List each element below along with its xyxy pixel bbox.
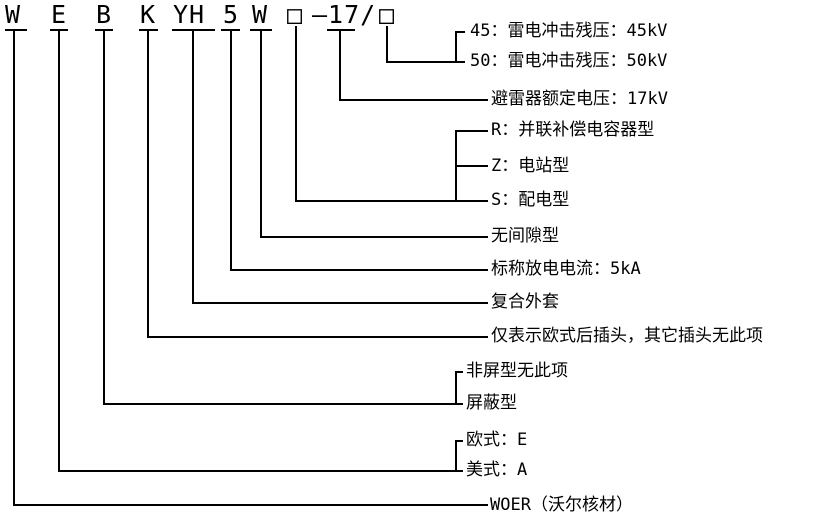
code-token-type-box: □ (287, 0, 304, 29)
label-euro-rear-plug: 仅表示欧式后插头，其它插头无此项 (491, 326, 763, 346)
label-type-z: Z：电站型 (491, 156, 570, 176)
code-token-17-voltage: —17/ (312, 0, 377, 29)
code-token-5-current: 5 (223, 0, 240, 29)
label-manufacturer: WOER（沃尔核材） (490, 495, 633, 515)
connector-w-manufacturer (5, 29, 488, 506)
connector-k-rear-plug (139, 29, 488, 338)
code-token-residual-box: □ (379, 0, 396, 29)
label-residual-45: 45：雷电冲击残压：45kV (470, 21, 668, 41)
connector-b-shielded (95, 29, 463, 405)
label-type-r: R：并联补偿电容器型 (491, 120, 655, 140)
label-shielded: 屏蔽型 (466, 393, 517, 413)
label-american-a: 美式：A (466, 460, 528, 480)
label-type-s: S：配电型 (491, 190, 570, 210)
connector-box-residual (386, 26, 465, 63)
label-non-shielded: 非屏型无此项 (466, 361, 568, 381)
label-composite-housing: 复合外套 (491, 292, 559, 312)
label-discharge-current: 标称放电电流：5kA (491, 259, 641, 279)
connector-yh-housing (172, 29, 488, 304)
label-residual-50: 50：雷电冲击残压：50kV (470, 51, 668, 71)
connector-w-gapless (250, 29, 488, 238)
code-token-b-shielded: B (96, 0, 113, 29)
label-rated-voltage: 避雷器额定电压：17kV (491, 89, 668, 109)
connector-17-voltage (327, 29, 488, 101)
code-token-e-plug-system: E (51, 0, 68, 29)
code-token-w-gapless: W (252, 0, 269, 29)
label-euro-e: 欧式：E (466, 430, 528, 450)
connector-5-current (221, 29, 488, 271)
code-token-w-manufacturer: W (5, 0, 22, 29)
connector-box-type (295, 26, 488, 202)
label-gapless: 无间隙型 (491, 226, 559, 246)
code-token-yh-housing: YH (173, 0, 206, 29)
connector-e-plug-system (50, 29, 463, 472)
code-token-k-rear-plug: K (140, 0, 157, 29)
